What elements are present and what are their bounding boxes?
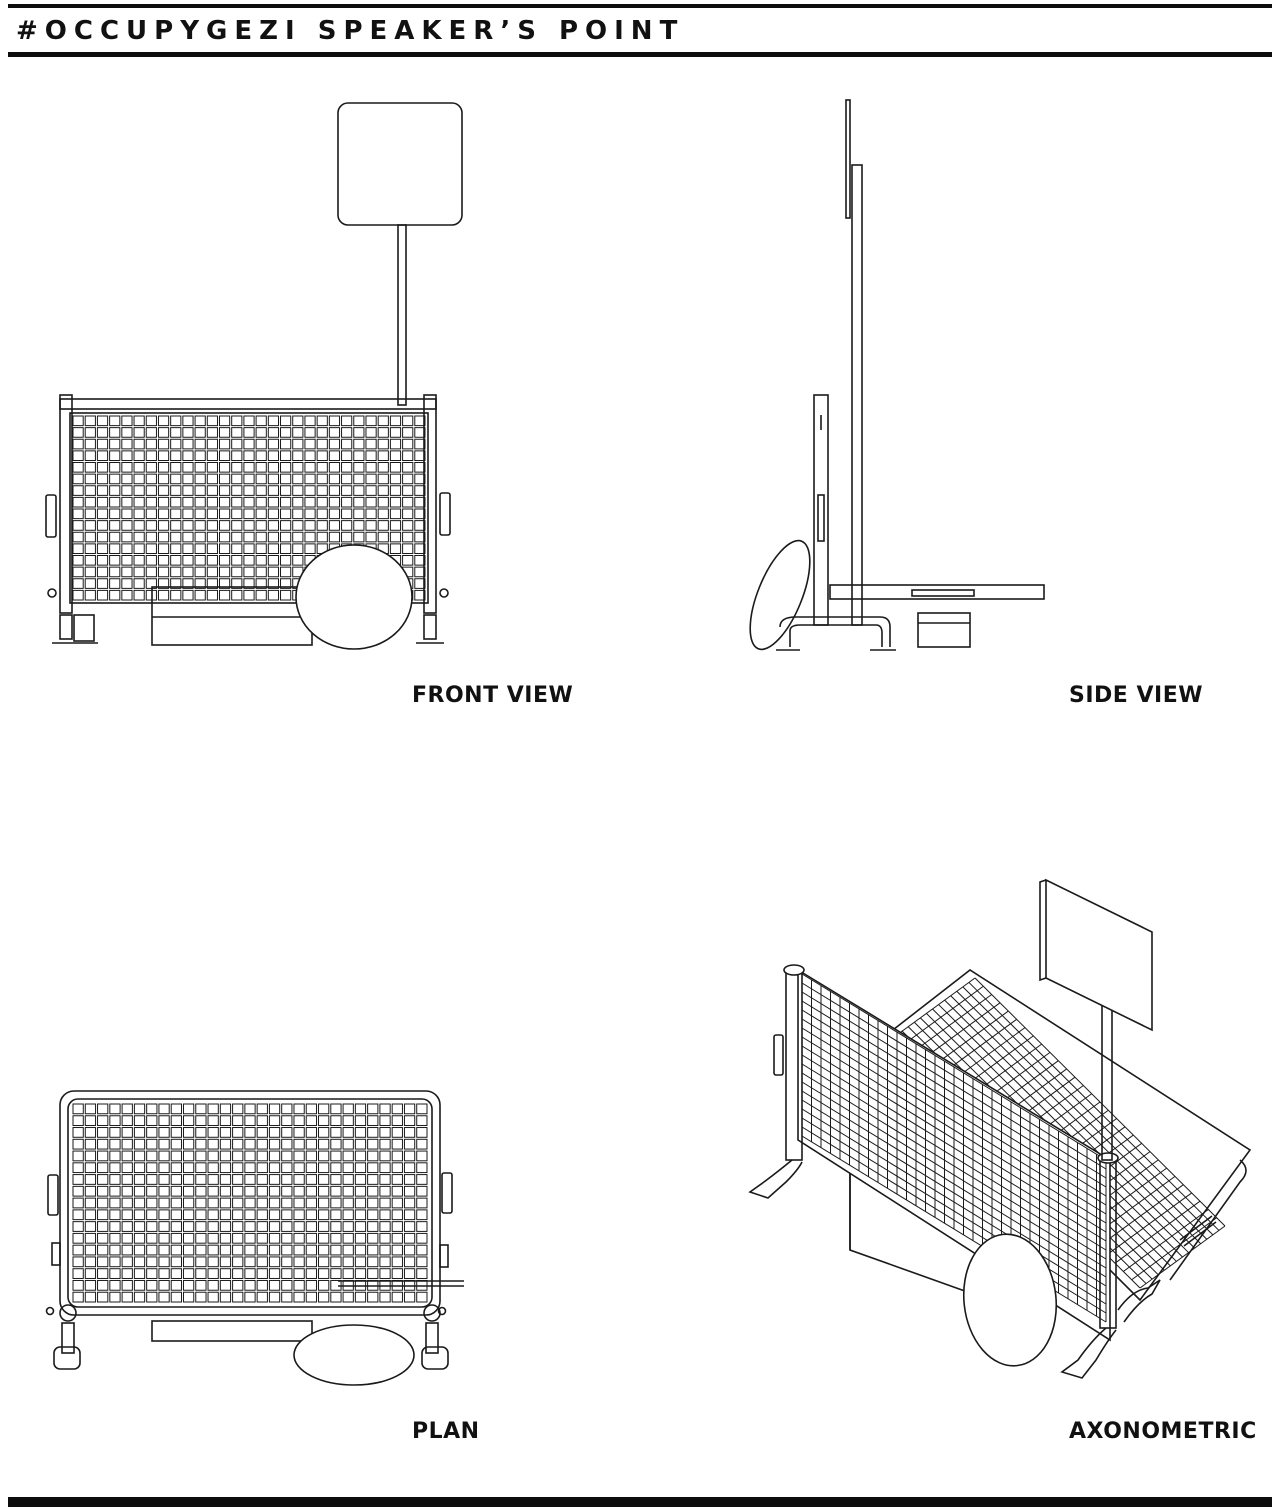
axo-left-foot — [748, 1159, 803, 1199]
axo-sign-panel — [1045, 878, 1153, 1032]
plan-left-foot — [53, 1346, 81, 1370]
page-title: #OCCUPYGEZI SPEAKER’S POINT — [16, 16, 685, 46]
axo-sign-pole — [1101, 989, 1113, 1161]
front-mesh-panel — [69, 412, 429, 604]
bottom-rule — [8, 1497, 1272, 1507]
front-sign-pole — [397, 224, 407, 406]
header-rule — [8, 52, 1272, 57]
side-deck — [829, 584, 1045, 600]
plan-right-handle — [441, 1172, 453, 1214]
plan-frame — [59, 1090, 441, 1316]
axo-round-board — [962, 1233, 1058, 1367]
plan-left-handle — [47, 1174, 59, 1216]
front-left-post — [59, 394, 73, 614]
axonometric-label: AXONOMETRIC — [1069, 1419, 1257, 1444]
plan-mesh-grid — [72, 1103, 428, 1303]
front-sign-panel — [337, 102, 463, 226]
front-right-handle — [439, 492, 451, 536]
front-right-post — [423, 394, 437, 614]
plan-label: PLAN — [412, 1419, 480, 1444]
side-base — [779, 616, 891, 647]
front-round-board — [295, 544, 413, 650]
plan-left-wheel — [59, 1304, 77, 1322]
side-mast — [851, 164, 863, 626]
front-mesh-grid — [72, 415, 426, 601]
side-view-label: SIDE VIEW — [1069, 683, 1203, 708]
side-view-drawing — [749, 99, 1045, 651]
axonometric-drawing — [748, 878, 1252, 1379]
front-view-label: FRONT VIEW — [412, 683, 574, 708]
axo-handle — [773, 1034, 784, 1076]
front-left-handle — [45, 494, 57, 538]
side-round-board — [749, 539, 811, 651]
plan-right-wheel — [423, 1304, 441, 1322]
side-sign-edge — [845, 99, 851, 219]
front-left-foot — [59, 614, 73, 640]
axo-front-mesh — [801, 973, 1107, 1323]
plan-drawing — [45, 1090, 464, 1386]
front-view-drawing — [45, 102, 463, 650]
plan-box — [151, 1320, 313, 1342]
front-right-foot — [423, 614, 437, 640]
side-box — [917, 612, 971, 648]
axo-right-foot — [1060, 1327, 1117, 1379]
plan-round-board — [293, 1324, 415, 1386]
front-left-foot-base — [73, 614, 95, 642]
plan-right-foot — [421, 1346, 449, 1370]
top-rule — [8, 4, 1272, 8]
front-top-rail — [59, 398, 437, 410]
